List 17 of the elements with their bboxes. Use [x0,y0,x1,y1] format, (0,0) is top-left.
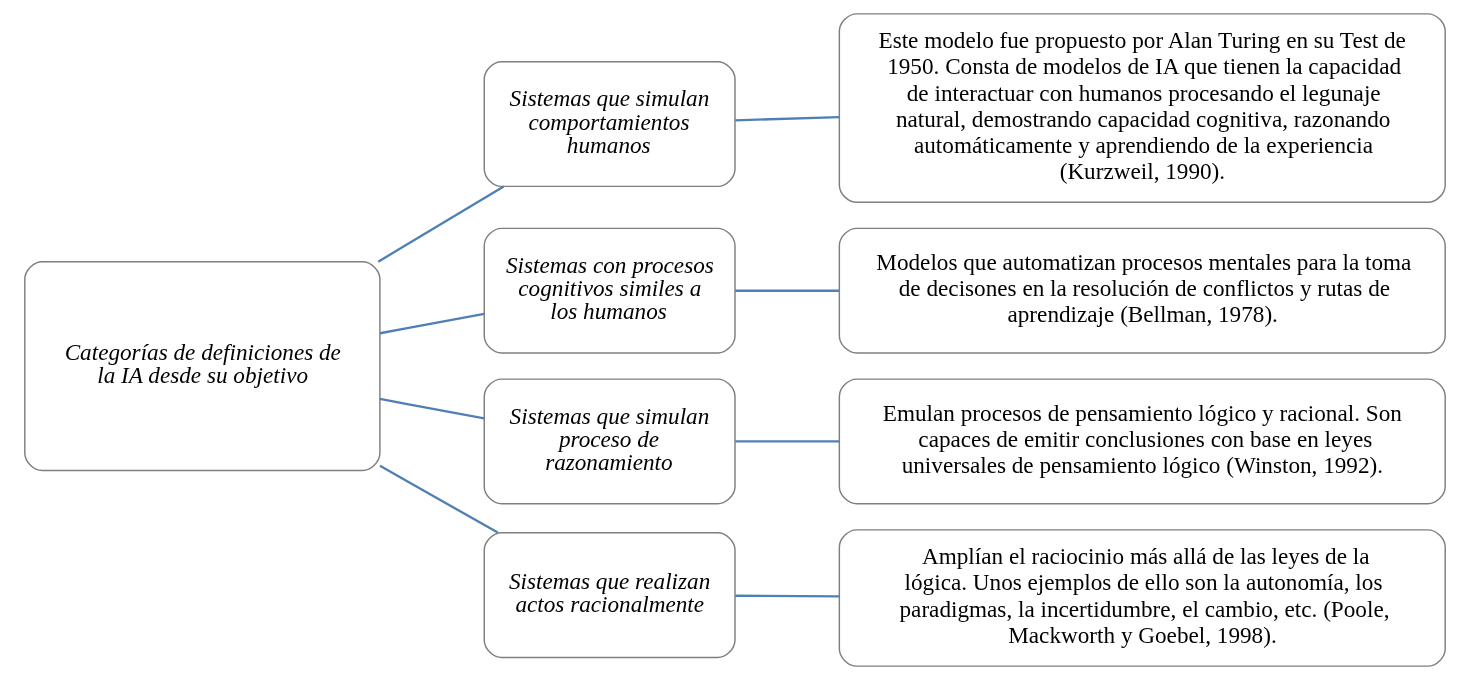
connector [379,397,485,420]
node-box: Este modelo fue propuesto por Alan Turing en su Test de 1950. Consta de modelos de IA que tienen la capacidad de interactuar con humanos procesando el legunaje natural, demostrando capacidad cognitiva, razonando automáticamente y aprendiendo de la experiencia (Kurzweil, 1990). [838,13,1446,204]
node-box: Sistemas que simulan proceso de razonamiento [483,378,736,505]
connector [735,116,840,122]
connector [377,185,505,263]
connector [379,312,485,335]
node-box: Emulan procesos de pensamiento lógico y racional. Son capaces de emitir conclusiones con base en leyes universales de pensamiento lógico (Winston, 1992). [838,378,1446,505]
connector [379,464,499,534]
node-box: Sistemas con procesos cognitivos similes a los humanos [483,227,736,354]
node-box: Modelos que automatizan procesos mentales para la toma de decisones en la resolución de conflictos y rutas de aprendizaje (Bellman, 1978). [838,227,1446,354]
connector [735,440,840,443]
connector [735,289,840,292]
node-box: Sistemas que simulan comportamientos humanos [483,61,736,188]
connector [735,594,840,598]
node-box: Amplían el raciocinio más allá de las leyes de la lógica. Unos ejemplos de ello son la autonomía, los paradigmas, la incertidumbre, el cambio, etc. (Poole, Mackworth y Goebel, 1998). [838,529,1446,667]
node-box: Sistemas que realizan actos racionalmente [483,532,736,659]
node-box: Categorías de definiciones de la IA desde su objetivo [24,261,381,472]
